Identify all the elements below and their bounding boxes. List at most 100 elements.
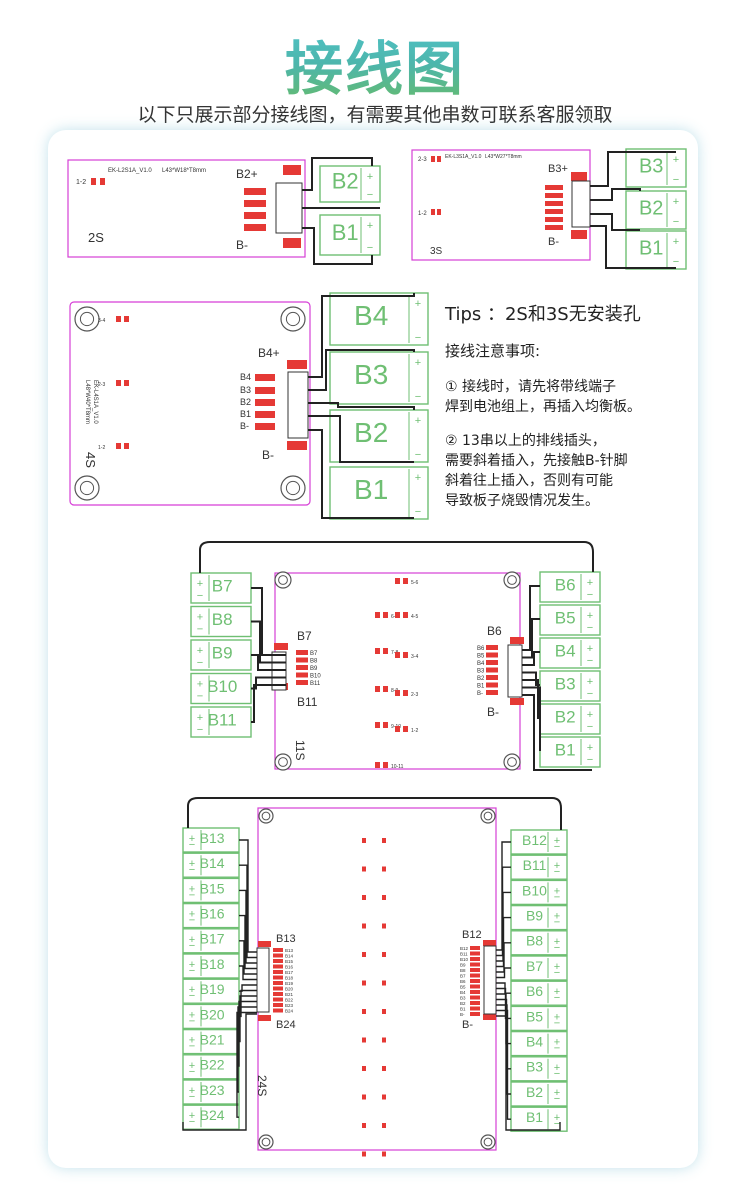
battery-label: B13	[200, 830, 225, 846]
board-24s-left-pin-label: B18	[285, 976, 294, 981]
battery-minus-sign: −	[673, 216, 679, 228]
solder-pad	[382, 1123, 386, 1128]
battery-plus-sign: +	[197, 645, 203, 657]
battery-plus-sign: +	[554, 860, 560, 872]
solder-pad	[470, 957, 480, 961]
solder-pad	[273, 959, 283, 963]
connector-housing	[483, 945, 497, 1015]
tips-title: Tips ：2S和3S无安装孔	[445, 304, 641, 325]
board-24s-right-pin-label: B11	[460, 952, 468, 957]
board-11s-left-pin-label: B10	[310, 674, 321, 680]
mounting-hole	[74, 475, 100, 501]
battery-plus-sign: +	[673, 236, 679, 248]
board-24s-left-pin-label: B21	[285, 992, 294, 997]
battery-cell	[539, 670, 601, 702]
solder-pad	[431, 209, 435, 215]
solder-pad	[383, 722, 388, 728]
board-24s-right-pin-label: B5	[460, 985, 466, 990]
solder-pad	[382, 838, 386, 843]
battery-label: B2	[332, 168, 359, 193]
battery-label: B2	[526, 1084, 543, 1100]
solder-pad	[571, 172, 587, 181]
battery-cell	[510, 930, 568, 956]
battery-plus-sign: +	[189, 883, 195, 895]
solder-pad	[296, 665, 308, 670]
solder-pad	[273, 964, 283, 969]
solder-pad	[273, 997, 283, 1002]
battery-label: B6	[526, 983, 543, 999]
battery-label: B3	[555, 675, 576, 694]
connector-housing	[256, 947, 270, 1013]
board-24s-right-pin-label: B2	[460, 1001, 466, 1006]
solder-pad	[382, 866, 386, 872]
battery-plus-sign: +	[587, 610, 593, 622]
solder-pad	[116, 380, 121, 386]
solder-pad	[383, 648, 388, 654]
battery-minus-sign: −	[554, 967, 560, 979]
board-24s-series-group: 24S	[255, 1075, 269, 1096]
solder-pad	[255, 374, 275, 381]
tips-heading: 接线注意事项:	[445, 342, 541, 360]
battery-plus-sign: +	[415, 415, 421, 427]
battery-label: B24	[200, 1107, 225, 1123]
wire-11s	[522, 686, 541, 751]
battery-minus-sign: −	[673, 174, 679, 186]
solder-pad	[258, 1015, 271, 1021]
board-24s-left-pin-label: B19	[285, 981, 294, 986]
solder-pad	[486, 645, 498, 650]
wire-24s	[182, 1013, 257, 1131]
solder-pad	[124, 443, 129, 449]
board-24s-right-pin-label: B4	[460, 990, 466, 995]
battery-label: B7	[212, 577, 233, 596]
board-11s-right-pin-label: B4	[477, 661, 485, 667]
mounting-hole-inner	[261, 811, 271, 821]
solder-pad	[545, 209, 563, 214]
wire-24s	[496, 1015, 561, 1131]
solder-pad	[510, 637, 524, 644]
mounting-hole-inner	[79, 480, 95, 496]
battery-cell	[539, 604, 601, 636]
battery-minus-sign: −	[189, 839, 195, 851]
battery-plus-sign: +	[554, 1011, 560, 1023]
tips-note-2: ② 13串以上的排线插头， 需要斜着插入，先接触B-针脚 斜着往上插入，否则有可…	[445, 431, 715, 511]
board-3s-bottom-label: B-	[548, 236, 559, 248]
battery-minus-sign: −	[587, 589, 593, 601]
battery-label: B18	[200, 956, 225, 972]
board-11s-series: 11S	[293, 740, 307, 760]
battery-cell	[182, 1079, 240, 1105]
battery-minus-sign: −	[189, 915, 195, 927]
battery-cell	[510, 1005, 568, 1032]
battery-plus-sign: +	[197, 578, 203, 590]
mounting-hole-inner	[79, 311, 95, 327]
board-24s	[257, 807, 497, 1151]
solder-pad	[124, 380, 129, 386]
wire-2s	[302, 227, 373, 265]
mounting-hole	[503, 753, 521, 771]
battery-minus-sign: −	[554, 891, 560, 903]
wire-24s	[496, 967, 511, 979]
solder-pad	[470, 962, 480, 967]
mounting-hole-inner	[507, 575, 517, 585]
wire-24s	[236, 1011, 257, 1118]
board-11s-right-pin-label: B5	[477, 654, 485, 660]
solder-pad	[273, 981, 283, 985]
solder-pad	[273, 1003, 283, 1007]
board-24s-left-pin-label: B16	[285, 965, 294, 970]
wire-11s	[522, 679, 540, 719]
battery-minus-sign: −	[554, 917, 560, 929]
solder-pad	[470, 973, 480, 978]
solder-pad	[362, 1037, 366, 1043]
solder-pad	[470, 1012, 480, 1016]
board-11s-left-top-label: B7	[297, 629, 312, 643]
battery-plus-sign: +	[189, 1085, 195, 1097]
board-3s-balance-label: 1-2	[418, 211, 427, 217]
battery-plus-sign: +	[367, 220, 373, 232]
battery-label: B4	[526, 1033, 543, 1049]
battery-label: B10	[207, 677, 237, 696]
battery-label: B5	[526, 1008, 543, 1024]
battery-label: B22	[200, 1057, 225, 1073]
wire-3s	[590, 225, 676, 269]
solder-pad	[545, 185, 563, 190]
battery-cell	[510, 955, 568, 981]
mounting-hole	[280, 475, 306, 501]
